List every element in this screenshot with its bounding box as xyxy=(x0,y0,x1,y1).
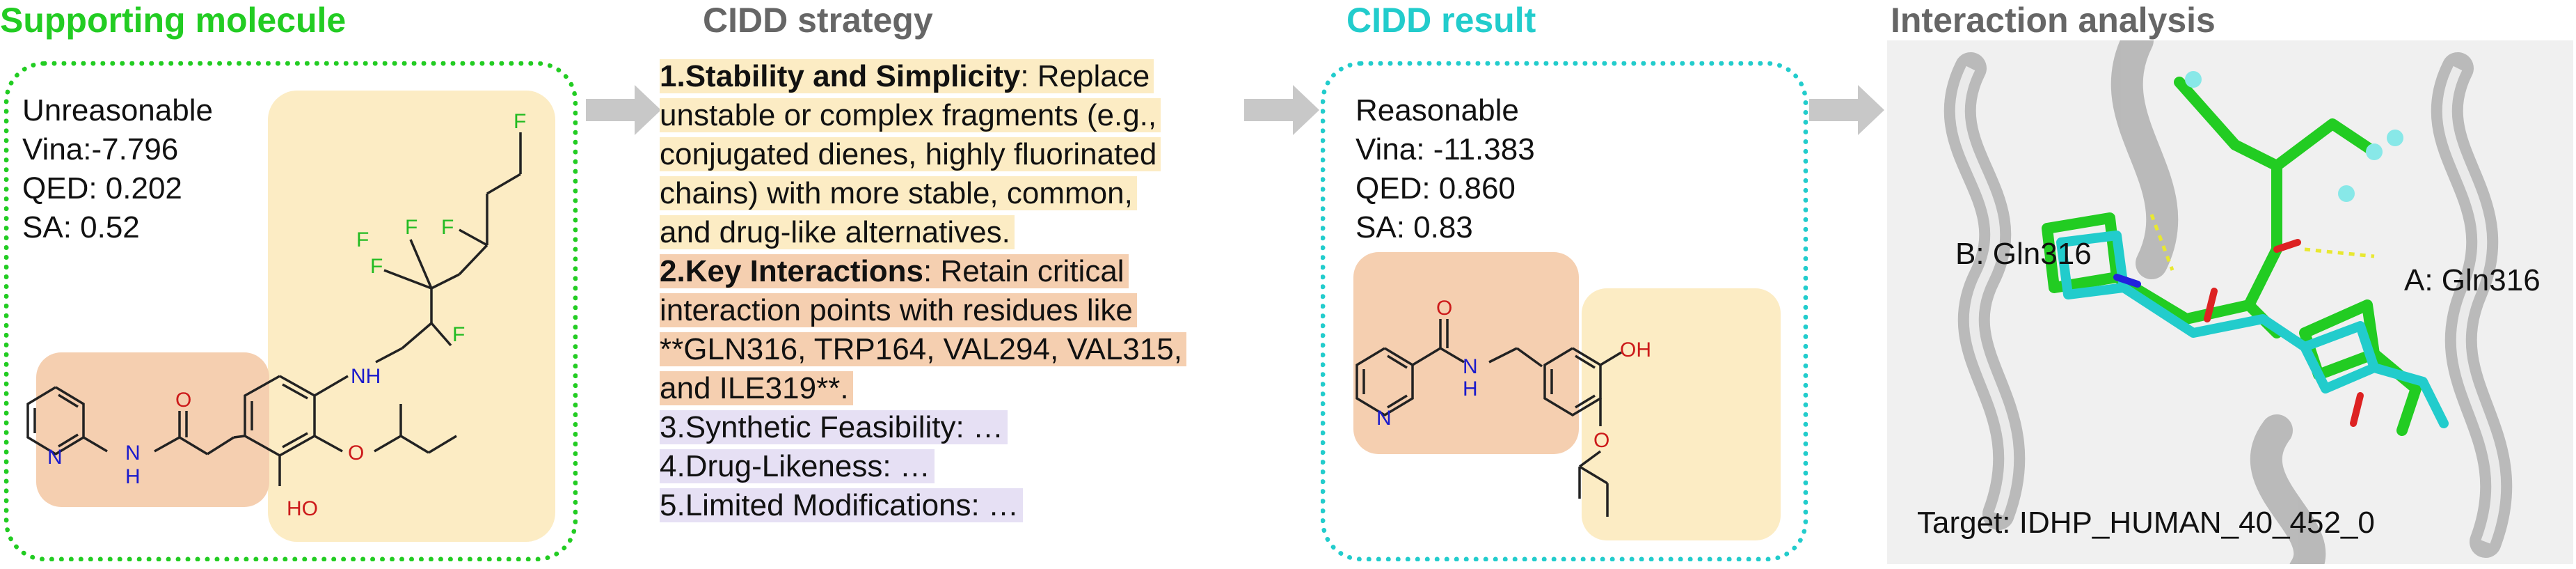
target-label: Target: IDHP_HUMAN_40_452_0 xyxy=(1917,506,2375,540)
atom-o-ether: O xyxy=(348,442,364,465)
atom-f-3: F xyxy=(356,228,369,251)
result-atom-oh: OH xyxy=(1620,338,1651,361)
arrow-2-icon xyxy=(1244,85,1319,135)
cidd-result-heading: CIDD result xyxy=(1346,1,1536,40)
arrow-1-icon xyxy=(586,85,661,135)
protein-ligand-render xyxy=(1887,40,2573,564)
qed-score: QED: 0.202 xyxy=(22,171,182,205)
orange-highlight-region xyxy=(36,352,269,507)
result-atom-n-pyridine: N xyxy=(1376,407,1392,430)
protein-ribbon-image xyxy=(1943,40,2513,564)
cidd-result-frame xyxy=(1321,61,1808,561)
atom-o-carbonyl: O xyxy=(175,389,191,412)
strategy-line: : Replace xyxy=(1020,59,1150,93)
strategy-item-1-title: 1.Stability and Simplicity xyxy=(660,59,1021,93)
residue-label-a: A: Gln316 xyxy=(2404,263,2541,297)
atom-h-amide: H xyxy=(125,465,141,488)
atom-f-1: F xyxy=(452,323,465,346)
residue-label-b: B: Gln316 xyxy=(1955,237,2092,271)
strategy-line: 4.Drug-Likeness: … xyxy=(660,449,935,483)
result-atom-o-ether: O xyxy=(1593,429,1609,452)
result-molecule-structure: N O N H OH O xyxy=(1355,297,1651,517)
atom-f-6: F xyxy=(514,110,526,133)
verdict-label: Unreasonable xyxy=(22,93,213,127)
interaction-analysis-heading: Interaction analysis xyxy=(1891,1,2216,40)
strategy-item-2-title: 2.Key Interactions xyxy=(660,254,924,288)
atom-ho: HO xyxy=(287,497,318,520)
atom-f-2: F xyxy=(370,255,383,278)
vina-score: Vina:-7.796 xyxy=(22,132,179,166)
arrow-3-icon xyxy=(1809,85,1884,135)
strategy-line: 3.Synthetic Feasibility: … xyxy=(660,410,1008,444)
atom-n-pyridine: N xyxy=(47,446,63,469)
result-verdict-label: Reasonable xyxy=(1355,93,1519,127)
result-atom-h-amide: H xyxy=(1463,377,1478,400)
result-qed-score: QED: 0.860 xyxy=(1355,171,1516,205)
strategy-line: and ILE319**. xyxy=(660,371,853,405)
result-sa-score: SA: 0.83 xyxy=(1355,210,1473,244)
supporting-molecule-frame xyxy=(4,61,578,561)
yellow-highlight-region-result xyxy=(1582,288,1781,540)
strategy-line: chains) with more stable, common, xyxy=(660,176,1137,210)
atom-f-5: F xyxy=(441,216,454,239)
strategy-line: 5.Limited Modifications: … xyxy=(660,488,1023,522)
supporting-molecule-heading: Supporting molecule xyxy=(0,1,347,40)
result-atom-o-carbonyl: O xyxy=(1436,297,1452,320)
atom-nh-amine: NH xyxy=(351,365,381,388)
atom-f-4: F xyxy=(405,216,418,239)
strategy-line: **GLN316, TRP164, VAL294, VAL315, xyxy=(660,332,1186,366)
atom-n-amide: N xyxy=(125,442,141,465)
strategy-line: and drug-like alternatives. xyxy=(660,215,1015,249)
strategy-line: : Retain critical xyxy=(923,254,1124,288)
strategy-line: conjugated dienes, highly fluorinated xyxy=(660,137,1161,171)
strategy-line: interaction points with residues like xyxy=(660,293,1137,327)
cidd-strategy-heading: CIDD strategy xyxy=(703,1,933,40)
result-atom-n-amide: N xyxy=(1463,355,1478,378)
strategy-text-block: 1.Stability and Simplicity: Replace unst… xyxy=(660,57,1186,525)
supporting-molecule-structure: N N H O HO O NH F F F F F F xyxy=(26,110,526,520)
strategy-line: unstable or complex fragments (e.g., xyxy=(660,98,1161,132)
yellow-highlight-region xyxy=(268,91,555,542)
result-vina-score: Vina: -11.383 xyxy=(1355,132,1535,166)
sa-score: SA: 0.52 xyxy=(22,210,140,244)
